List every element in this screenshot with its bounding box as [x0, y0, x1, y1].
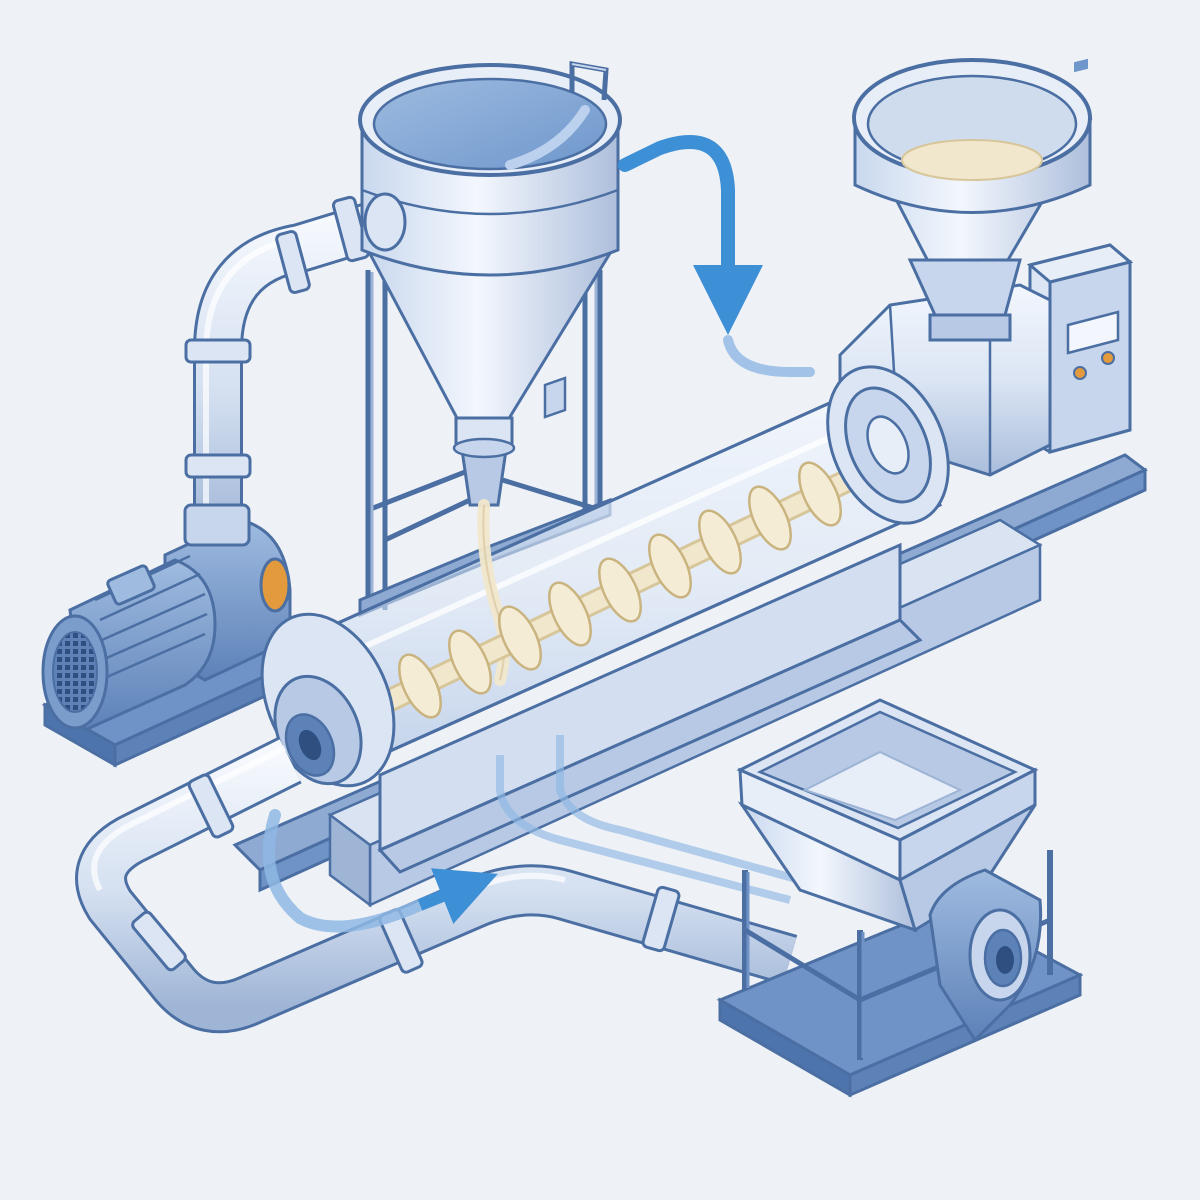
barrel-outlet-end-cap [260, 612, 396, 788]
pump-to-tank-piping-icon [184, 195, 393, 540]
return-flow-arrow-icon [262, 809, 498, 933]
control-panel-icon [1066, 58, 1120, 380]
blower-fan-icon [928, 868, 1043, 1043]
auger-screw-icon [368, 453, 892, 719]
output-hopper-icon [736, 698, 1039, 933]
extruder-support-housing [377, 542, 923, 874]
water-tank-icon [358, 61, 622, 618]
outlet-piping-icon [75, 736, 798, 1034]
electric-motor-pump-icon [41, 503, 304, 768]
transfer-tubes [496, 735, 802, 904]
barrel-drive-end-cap [826, 365, 950, 525]
flow-arrow-icon [618, 135, 815, 377]
powder-hopper-icon [852, 58, 1093, 342]
